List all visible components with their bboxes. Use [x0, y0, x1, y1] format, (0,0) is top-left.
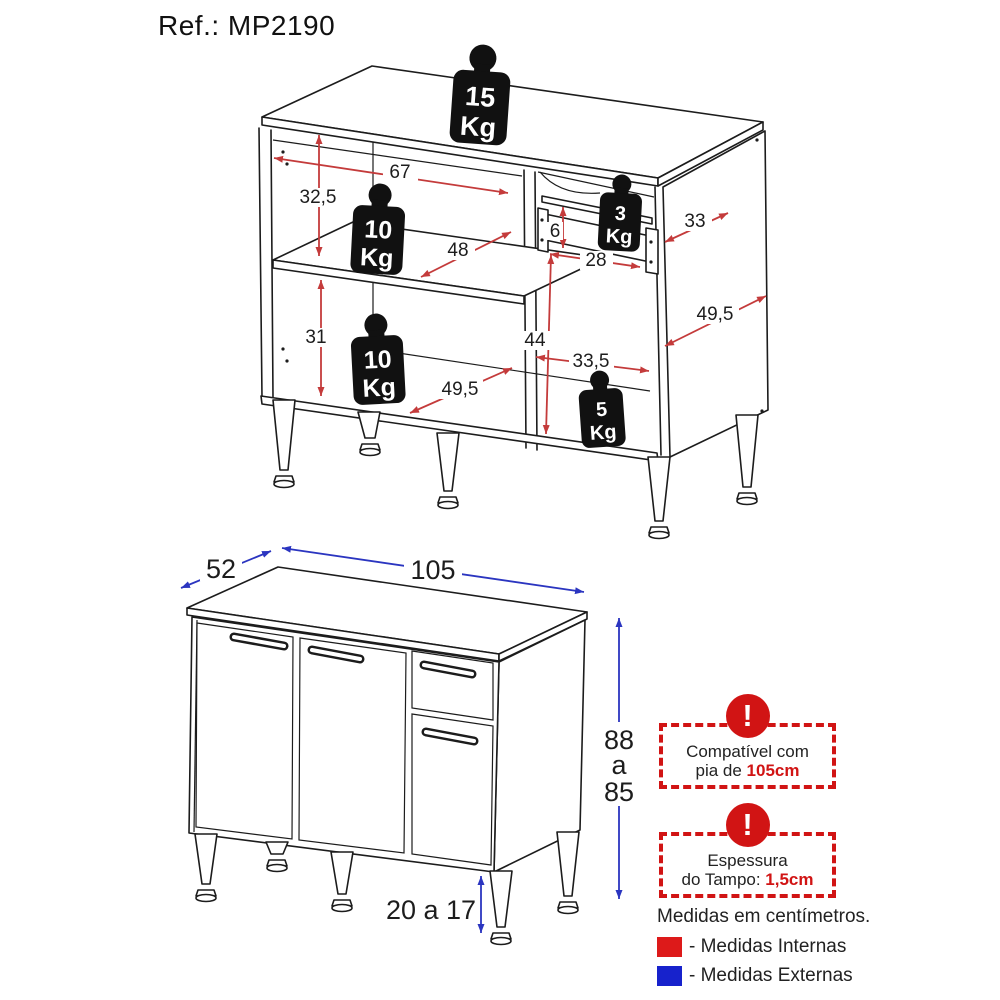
- dim-leg-height: 20 a 17: [386, 895, 476, 925]
- legend-item-external: - Medidas Externas: [657, 965, 877, 986]
- legend-item-label: - Medidas Externas: [689, 964, 853, 986]
- door-handle: [307, 645, 365, 664]
- svg-text:Kg: Kg: [362, 373, 397, 403]
- dim-height-mid: a: [611, 750, 627, 780]
- dim-right-top-depth: 33: [684, 211, 705, 232]
- weight-5kg-icon: 5 Kg: [578, 370, 626, 448]
- page-title: Ref.: MP2190: [158, 10, 336, 41]
- svg-text:Kg: Kg: [589, 421, 617, 445]
- svg-text:10: 10: [364, 215, 393, 244]
- note-top-thickness: ! Espessura do Tampo: 1,5cm: [659, 803, 836, 898]
- door-handle: [229, 632, 289, 651]
- dim-right-width: 33,5: [573, 351, 610, 372]
- svg-text:Kg: Kg: [359, 243, 394, 273]
- dim-upper-height: 32,5: [300, 187, 337, 208]
- note-text-line2: do Tampo: 1,5cm: [681, 870, 814, 889]
- note-highlight-value: 105cm: [746, 761, 800, 780]
- dim-height-top: 88: [604, 725, 634, 755]
- dim-top-width: 67: [389, 162, 410, 183]
- door-handle: [421, 727, 479, 746]
- dim-height-bottom: 85: [604, 777, 634, 807]
- svg-text:Kg: Kg: [459, 111, 497, 143]
- cabinet-legs-external: [194, 831, 580, 946]
- dim-depth: 52: [206, 554, 236, 584]
- note-highlight-value: 1,5cm: [765, 870, 814, 889]
- svg-text:10: 10: [363, 345, 392, 374]
- legend-item-internal: - Medidas Internas: [657, 936, 877, 957]
- note-text-line1: Espessura: [707, 851, 788, 870]
- note-sink-compatibility: ! Compatível com pia de 105cm: [659, 694, 836, 789]
- dim-shelf-depth: 48: [447, 240, 468, 261]
- svg-text:5: 5: [595, 399, 608, 422]
- dim-lower-height: 31: [305, 327, 326, 348]
- dim-right-depth: 49,5: [697, 304, 734, 325]
- dim-width: 105: [410, 555, 455, 585]
- alert-icon: !: [725, 694, 770, 738]
- alert-icon: !: [725, 803, 770, 847]
- legend-title: Medidas em centímetros.: [657, 906, 871, 927]
- weight-10kg-shelf-icon: 10 Kg: [350, 183, 406, 275]
- note-text-line1: Compatível com: [686, 742, 809, 761]
- dim-rail-width: 28: [585, 250, 606, 271]
- legend: Medidas em centímetros. - Medidas Intern…: [657, 906, 877, 994]
- svg-text:15: 15: [464, 81, 496, 113]
- legend-item-label: - Medidas Internas: [689, 935, 847, 957]
- dim-rail-height: 6: [550, 221, 561, 242]
- dim-bottom-depth: 49,5: [442, 379, 479, 400]
- drawer-handle: [419, 660, 477, 679]
- internal-color-swatch: [657, 936, 682, 957]
- weight-10kg-bottom-icon: 10 Kg: [350, 313, 406, 405]
- dim-right-height: 44: [524, 330, 546, 351]
- internal-dimensions: 67 32,5 48 31 49,5 6 28 33 49,5 44 33,5: [273, 135, 767, 435]
- weight-3kg-icon: 3 Kg: [597, 174, 642, 252]
- cabinet-legs-internal: [272, 399, 759, 540]
- external-cabinet-drawing: [186, 566, 588, 946]
- svg-text:3: 3: [614, 203, 626, 226]
- weight-15kg-icon: 15 Kg: [449, 44, 511, 146]
- note-text-line2: pia de 105cm: [695, 761, 800, 780]
- internal-cabinet-drawing: [258, 65, 769, 540]
- external-color-swatch: [657, 965, 682, 986]
- external-dimensions: 52 105 88 a 85 20 a 17: [180, 545, 634, 933]
- svg-text:Kg: Kg: [605, 225, 633, 248]
